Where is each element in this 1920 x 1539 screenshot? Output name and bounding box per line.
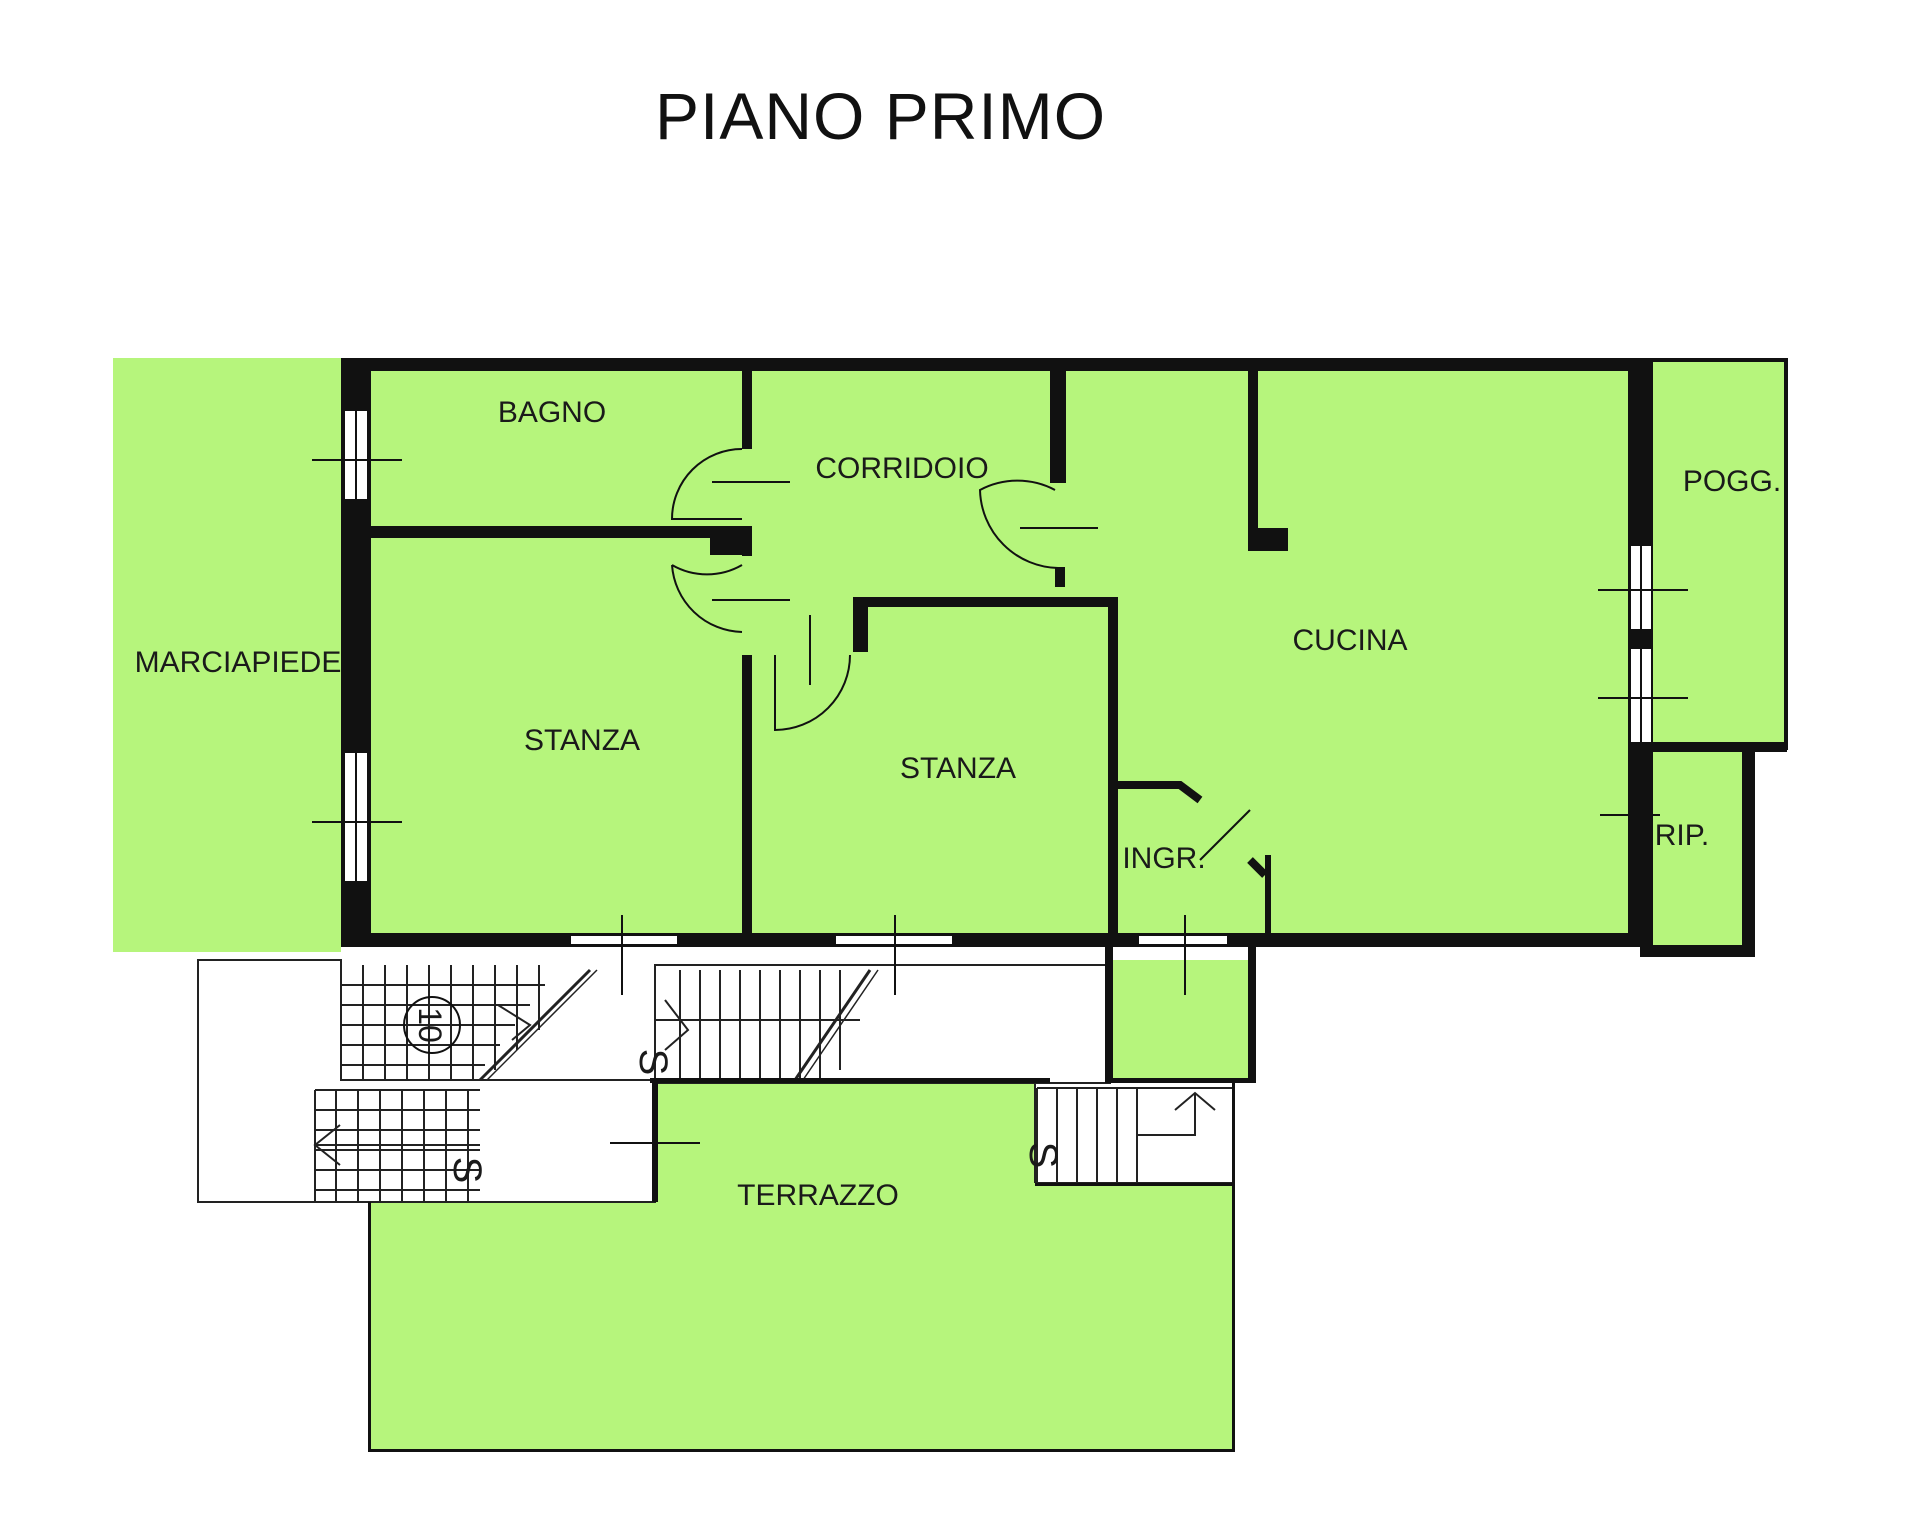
- room-label-stanza-1: STANZA: [524, 724, 640, 757]
- window-stanza-left: [343, 751, 369, 883]
- stair-marker-s1: S: [631, 1049, 675, 1076]
- doors: [670, 448, 1251, 861]
- poggiolo-area: [1653, 358, 1787, 748]
- stair-count: 10: [412, 1007, 448, 1043]
- room-label-marciapiede: MARCIAPIEDE: [135, 646, 342, 679]
- stair-count-badge: [403, 996, 461, 1054]
- room-label-ripostiglio: RIP.: [1655, 819, 1709, 852]
- windows: [312, 409, 1688, 1144]
- room-labels: BAGNO CORRIDOIO STANZA STANZA CUCINA ING…: [135, 396, 1782, 1212]
- house-interior: [341, 358, 1653, 941]
- room-label-ingresso: INGR.: [1122, 842, 1205, 875]
- room-label-poggiolo: POGG.: [1683, 465, 1781, 498]
- page-title: PIANO PRIMO: [655, 79, 1107, 153]
- ripostiglio-area: [1640, 748, 1755, 956]
- stair-markers: S S S: [445, 1049, 1065, 1184]
- stair-marker-s2: S: [445, 1157, 489, 1184]
- stair-marker-s3: S: [1021, 1142, 1065, 1169]
- room-label-bagno: BAGNO: [498, 396, 606, 429]
- window-cucina-right: [1629, 544, 1653, 744]
- door-stanza2: [774, 654, 851, 732]
- window-ticks: [312, 459, 1688, 1144]
- room-label-corridoio: CORRIDOIO: [815, 452, 988, 485]
- door-cucina: [978, 479, 1059, 569]
- ingresso-landing: [1110, 960, 1255, 1080]
- door-stanza1: [671, 564, 743, 633]
- door-bagno: [670, 448, 743, 520]
- marciapiede-area: [113, 358, 341, 952]
- window-bottom-1: [569, 934, 679, 946]
- window-bottom-3: [1137, 934, 1229, 946]
- room-label-cucina: CUCINA: [1292, 624, 1407, 657]
- door-ingresso: [1199, 809, 1251, 861]
- area-fills: [113, 358, 1787, 1452]
- room-label-stanza-2: STANZA: [900, 752, 1016, 785]
- window-bagno: [343, 409, 369, 501]
- terrazzo-area: [370, 1083, 1233, 1452]
- room-label-terrazzo: TERRAZZO: [737, 1179, 899, 1212]
- stairwell: [197, 959, 1111, 1203]
